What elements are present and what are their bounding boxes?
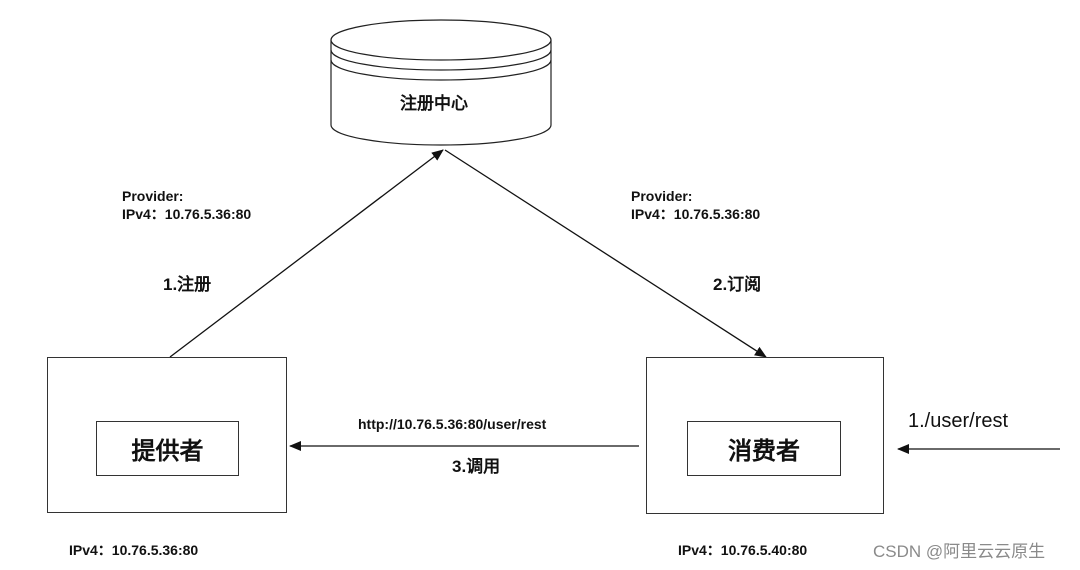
register-arrow: [169, 149, 444, 358]
consumer-box: 消费者: [687, 421, 841, 476]
provider-box: 提供者: [96, 421, 239, 476]
subscribe-arrow: [444, 149, 767, 358]
register-step-label: 1.注册: [163, 275, 212, 294]
provider-label: 提供者: [131, 438, 204, 465]
invoke-url-label: http://10.76.5.36:80/user/rest: [358, 416, 547, 432]
subscribe-step-label: 2.订阅: [713, 275, 762, 294]
consumer-ip-label: IPv4：10.76.5.40:80: [678, 542, 808, 558]
subscribe-info-line1: Provider:: [631, 188, 693, 204]
request-label: 1./user/rest: [908, 410, 1009, 432]
registry-label: 注册中心: [400, 94, 468, 113]
watermark: CSDN @阿里云云原生: [873, 542, 1046, 561]
subscribe-info-line2: IPv4：10.76.5.36:80: [631, 206, 761, 222]
register-info-line2: IPv4：10.76.5.36:80: [122, 206, 252, 222]
provider-ip-label: IPv4：10.76.5.36:80: [69, 542, 199, 558]
invoke-step-label: 3.调用: [452, 457, 501, 476]
register-info-line1: Provider:: [122, 188, 184, 204]
registry-cylinder: [330, 19, 552, 146]
consumer-label: 消费者: [728, 438, 800, 465]
